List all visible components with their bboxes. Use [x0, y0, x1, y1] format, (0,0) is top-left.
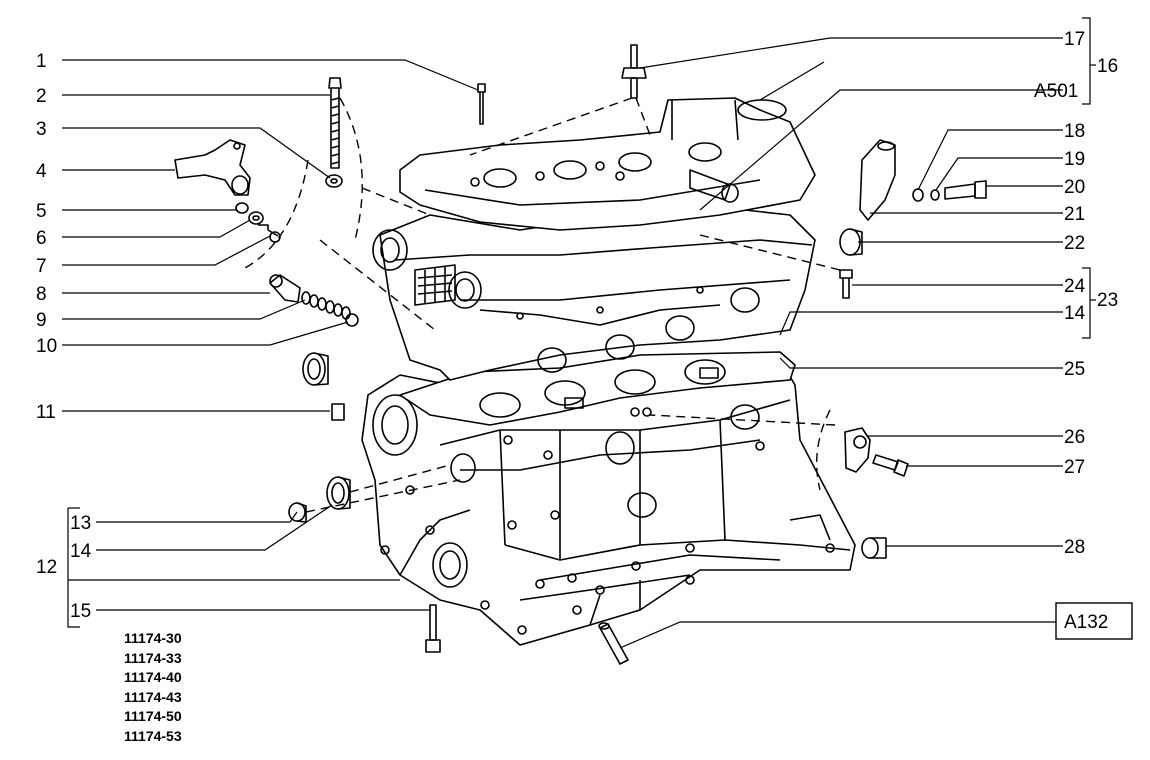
dowel-a132 — [598, 622, 629, 665]
model-code: 11174-50 — [124, 708, 182, 725]
callout-8: 8 — [36, 284, 47, 305]
bolt-item-27 — [872, 454, 909, 477]
plunger-item-8 — [269, 274, 301, 303]
callout-5: 5 — [36, 201, 47, 222]
callout-23: 23 — [1097, 290, 1118, 311]
callout-2: 2 — [36, 86, 47, 107]
cam-cover — [399, 97, 816, 231]
washer-item-3 — [325, 174, 343, 188]
seal-item-14-lower — [326, 476, 351, 510]
callout-17: 17 — [1064, 29, 1085, 50]
callout-4: 4 — [36, 161, 47, 182]
model-code: 11174-33 — [124, 649, 182, 666]
callout-20: 20 — [1064, 177, 1085, 198]
callout-7: 7 — [36, 256, 47, 277]
bolt-item-7 — [258, 224, 281, 243]
sensor-item-26 — [844, 427, 871, 473]
bushing-item-28 — [861, 537, 887, 559]
callout-10: 10 — [36, 336, 57, 357]
callout-24: 24 — [1064, 276, 1086, 297]
washer-item-5 — [235, 202, 249, 214]
bushing-item-13 — [288, 502, 307, 523]
callout-6: 6 — [36, 228, 47, 249]
stud-item-17 — [621, 44, 647, 99]
spring-item-9 — [301, 291, 351, 320]
bolt-item-24 — [839, 269, 853, 299]
callout-25: 25 — [1064, 359, 1085, 380]
callout-1: 1 — [36, 51, 47, 72]
sensor-item-4 — [174, 139, 251, 196]
ball-item-10 — [345, 313, 359, 327]
model-codes-list: 11174-30 11174-33 11174-40 11174-43 1117… — [124, 629, 182, 747]
callout-28: 28 — [1064, 537, 1085, 558]
callouts-left: 1 2 3 4 5 6 7 8 9 10 11 12 13 14 15 — [36, 51, 92, 622]
callout-21: 21 — [1064, 204, 1085, 225]
reference-box-a132: A132 — [1055, 602, 1133, 640]
callout-22: 22 — [1064, 233, 1085, 254]
cylinder-block — [361, 359, 856, 646]
callout-12: 12 — [36, 557, 57, 578]
callout-16: 16 — [1097, 56, 1118, 77]
callout-13: 13 — [70, 513, 91, 534]
leader-lines — [62, 17, 1096, 649]
bolt-item-15 — [425, 604, 441, 653]
bushing-item-11 — [331, 403, 345, 421]
model-code: 11174-53 — [124, 727, 182, 744]
reference-box-label: A132 — [1064, 612, 1108, 633]
callout-19: 19 — [1064, 149, 1085, 170]
callouts-right: 17 16 A501 18 19 20 21 22 24 23 14 25 26… — [1034, 29, 1118, 558]
callout-9: 9 — [36, 310, 47, 331]
callout-15: 15 — [70, 601, 91, 622]
model-code: 11174-30 — [124, 630, 182, 646]
callout-11: 11 — [36, 402, 56, 423]
callout-a501: A501 — [1034, 81, 1078, 102]
callout-27: 27 — [1064, 457, 1085, 478]
callout-18: 18 — [1064, 121, 1085, 142]
engine-drawing — [174, 44, 987, 665]
callout-3: 3 — [36, 119, 47, 140]
model-code: 11174-43 — [124, 688, 182, 705]
seal-item-14-upper — [302, 352, 329, 386]
bolt-item-2 — [328, 77, 342, 169]
head-gasket — [399, 351, 796, 426]
bolt-item-1 — [477, 83, 486, 125]
washer-item-19 — [912, 188, 940, 202]
bracket-item-18 — [859, 139, 896, 221]
callout-14-left: 14 — [70, 541, 92, 562]
callout-26: 26 — [1064, 427, 1085, 448]
callout-14-right: 14 — [1064, 303, 1086, 324]
washer-item-6 — [248, 211, 264, 225]
bolt-item-20 — [944, 180, 987, 200]
assembly-dashed-lines — [244, 97, 841, 513]
model-code: 11174-40 — [124, 669, 182, 686]
